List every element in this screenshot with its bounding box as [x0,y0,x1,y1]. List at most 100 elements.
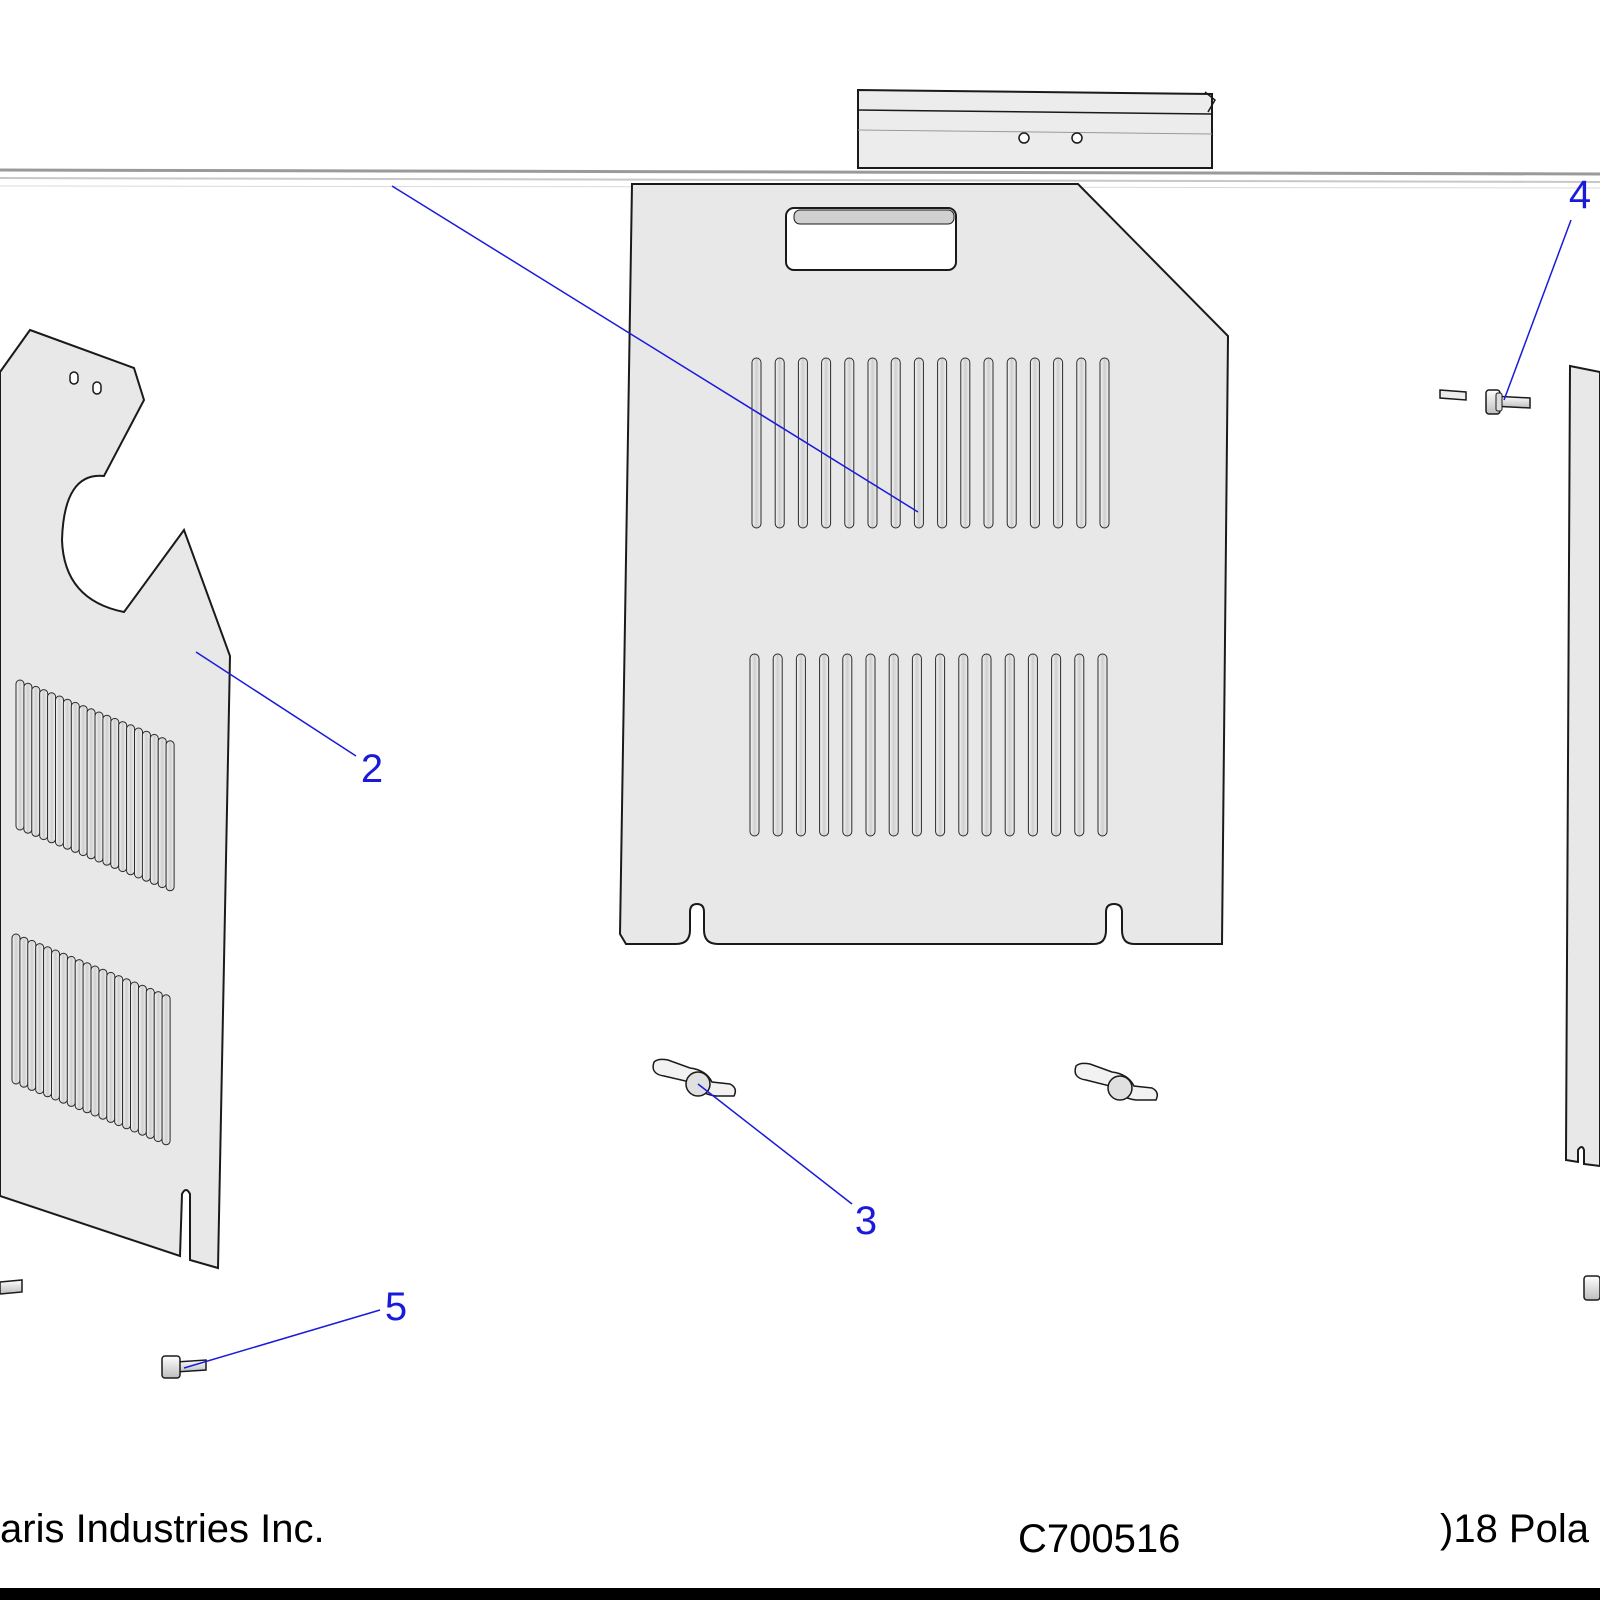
louver-rib [1006,357,1017,529]
bolt-stub-upper-right [1439,389,1467,401]
leader-line-1 [391,185,919,513]
footer-copyright-left: aris Industries Inc. [0,1507,325,1551]
louver-rib [114,975,124,1127]
louver-rib [86,708,96,860]
bolt-item-4 [1485,389,1531,415]
louver-rib [865,653,876,837]
louver-rib [126,724,136,876]
louver-rib [90,965,100,1117]
left-vent-louvers-lower [11,933,171,1146]
leader-line-2 [195,651,357,757]
louver-rib [821,357,832,529]
louver-rib [913,357,924,529]
louver-rib [958,653,969,837]
louver-rib [1076,357,1087,529]
louver-rib [74,959,84,1111]
louver-rib [1074,653,1085,837]
footer-diagram-code: C700516 [1018,1517,1180,1561]
louver-rib [1099,357,1110,529]
louver-rib [842,653,853,837]
louver-rib [1027,653,1038,837]
louver-rib [94,711,104,863]
bolt-lower-left [0,1279,23,1295]
louver-rib [165,740,175,892]
louver-rib [27,939,37,1091]
louver-rib [844,357,855,529]
louver-rib [39,689,49,841]
left-vent-louvers-upper [15,679,175,892]
louver-rib [888,653,899,837]
right-heat-shield-panel [1565,364,1600,1168]
louver-rib [751,357,762,529]
louver-rib [749,653,760,837]
louver-rib [960,357,971,529]
louver-rib [62,698,72,850]
louver-rib [130,981,139,1133]
louver-rib [47,692,57,844]
louver-rib [31,685,41,837]
louver-rib [1051,653,1062,837]
louver-rib [82,962,92,1114]
louver-rib [15,679,25,831]
louver-rib [70,701,80,853]
louver-rib [43,946,53,1098]
callout-3: 3 [855,1199,877,1243]
louver-rib [937,357,948,529]
louver-rib [102,714,112,866]
leader-line-3 [697,1083,853,1205]
louver-rib [890,357,901,529]
louver-rib [98,968,108,1120]
left-heat-shield-panel [0,328,232,1270]
louver-rib [153,991,163,1143]
center-heat-shield-panel [618,183,1230,945]
louver-rib [819,653,830,837]
louver-rib [911,653,922,837]
center-vent-louvers-upper [751,357,1110,529]
leader-lines [183,185,1572,1369]
louver-rib [11,933,21,1085]
louver-rib [1029,357,1040,529]
center-vent-louvers-lower [749,653,1108,837]
louver-rib [1097,653,1108,837]
louver-rib [55,695,64,847]
top-bracket [0,88,1600,189]
louver-rib [110,717,120,869]
louver-rib [983,357,994,529]
louver-rib [51,949,60,1101]
louver-rib [141,730,151,882]
louver-rib [149,733,159,885]
louver-rib [157,737,167,889]
louver-rib [795,653,806,837]
louver-rib [106,971,116,1123]
louver-rib [78,705,88,857]
louver-rib [137,984,147,1136]
louver-rib [935,653,946,837]
callout-5: 5 [385,1285,407,1329]
louver-rib [118,721,128,873]
louver-rib [1004,653,1015,837]
louver-rib [66,955,76,1107]
callout-4: 4 [1569,173,1591,217]
leader-line-4 [1503,219,1572,401]
louver-rib [122,978,132,1130]
leader-line-5 [183,1309,381,1369]
louver-rib [161,994,171,1146]
louver-rib [145,987,155,1139]
louver-rib [1053,357,1064,529]
louver-rib [772,653,783,837]
louver-rib [35,943,45,1095]
clip-item-3-left [652,1058,737,1097]
bottom-bar [0,1588,1600,1600]
bolt-lower-right [1583,1275,1600,1301]
clip-item-3-right [1074,1062,1159,1101]
footer-copyright-right: )18 Pola [1440,1507,1590,1551]
louver-rib [867,357,878,529]
louver-rib [19,936,29,1088]
callout-2: 2 [361,747,383,791]
louver-rib [981,653,992,837]
bolt-item-5 [161,1355,207,1379]
louver-rib [774,357,785,529]
louver-rib [58,952,68,1104]
louver-rib [134,727,143,879]
